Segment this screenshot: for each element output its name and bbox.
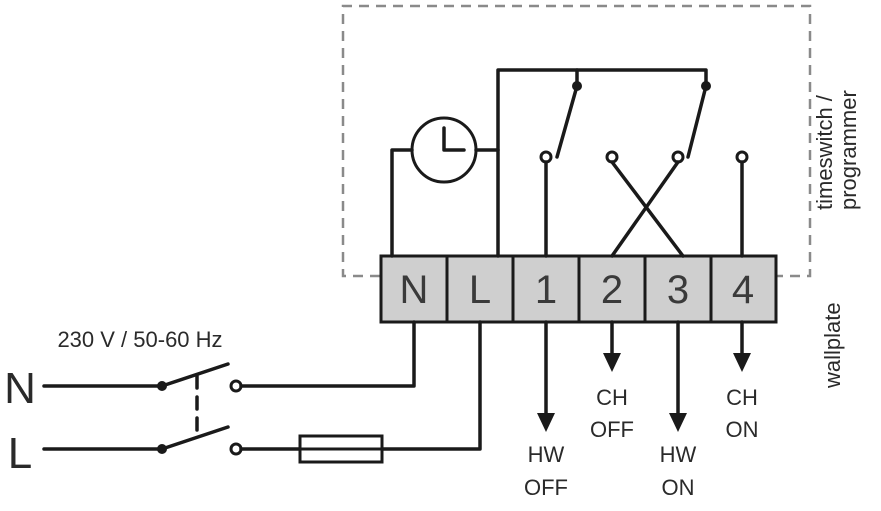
output-label-hw-off-2: OFF [524,475,568,500]
terminal-label-4: 4 [732,268,754,312]
neutral-wire [42,320,416,393]
fuse-icon [298,434,384,464]
live-label: L [8,429,32,478]
terminal-4 [709,254,778,324]
svg-text:wallplate: wallplate [820,302,845,389]
terminal-label-l: L [469,268,491,312]
wallplate-label: wallplate [820,302,845,389]
svg-text:timeswitch /: timeswitch / [812,94,837,210]
output-label-hw-on-1: HW [660,442,697,467]
output-label-hw-on-2: ON [662,475,695,500]
output-label-ch-on-1: CH [726,385,758,410]
output-arrows [537,320,751,432]
output-label-hw-off-1: HW [528,442,565,467]
timeswitch-label: timeswitch / programmer [812,90,861,210]
live-bus [496,68,708,258]
ch-switch [605,81,749,258]
output-label-ch-off-1: CH [596,385,628,410]
terminal-label-2: 2 [601,268,623,312]
terminal-label-n: N [400,268,429,312]
output-label-ch-on-2: ON [726,417,759,442]
hw-switch [539,81,582,258]
terminal-label-1: 1 [535,268,557,312]
live-wire [42,320,482,456]
output-label-ch-off-2: OFF [590,417,634,442]
supply-label: 230 V / 50-60 Hz [57,327,222,352]
clock-icon [390,116,500,258]
svg-text:programmer: programmer [836,90,861,210]
wallplate-terminal-block: N L 1 2 3 4 [379,254,778,324]
neutral-label: N [4,364,36,413]
terminal-label-3: 3 [667,268,689,312]
